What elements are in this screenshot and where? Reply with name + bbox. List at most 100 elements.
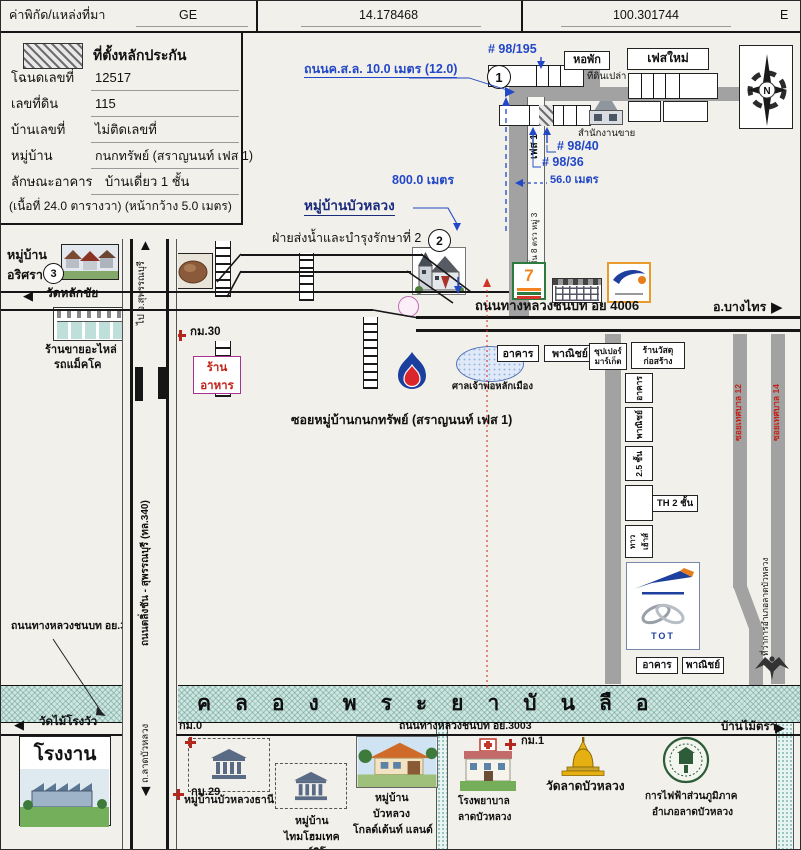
header-underline-2 [301, 26, 481, 27]
soi-12-road [733, 334, 747, 588]
col-phanit-box: พาณิชย์ [625, 407, 653, 442]
local-road-bottom-line [1, 309, 373, 311]
akan-label-2: อาคาร [642, 660, 672, 671]
marker-2-text: 2 [436, 233, 443, 248]
hospital-label-2: ลาดบัวหลวง [458, 812, 512, 823]
marker-1-text: 1 [495, 69, 503, 85]
ban-maitra-arrow: ▶ [775, 720, 785, 735]
restaurant-label-2: อาหาร [200, 380, 234, 392]
distance-800-label: 800.0 เมตร [392, 173, 455, 187]
plot-div-l1 [529, 105, 531, 126]
col-25-label: 2.5 ชั้น [634, 450, 644, 477]
highway-4006-line-bottom [416, 329, 800, 332]
wat-mai-label: วัดไม้โรงวัว [39, 716, 98, 728]
marker-circle-1: 1 [487, 65, 511, 89]
wat-lakchai-arrow: ◀ [23, 288, 33, 303]
col-phanit-label: พาณิชย์ [634, 409, 644, 439]
km29-label: กม.29 [191, 786, 221, 798]
bualuang-thani-box [188, 738, 270, 792]
timhome-label-1: หมู่บ้าน [295, 815, 329, 827]
header-divider-2 [521, 1, 523, 31]
brand-logos-box: TOT [626, 562, 700, 650]
col-akan-label: อาคาร [634, 375, 644, 401]
sales-office-icon [589, 101, 623, 125]
factory-image-icon [20, 769, 109, 827]
bank-building-icon-2 [294, 771, 328, 801]
dealer-swoosh-icon [613, 270, 646, 284]
bang-sai-arrow: ▶ [771, 299, 783, 316]
deed-underline [91, 90, 239, 91]
panel-bottom-border [1, 223, 243, 225]
soi-14-road [771, 334, 785, 684]
plot-div-l4 [563, 105, 565, 126]
hw340-line-left [130, 239, 133, 849]
minor-road-ticks-3 [299, 253, 314, 301]
pea-label-2: อำเภอลาดบัวหลวง [652, 807, 734, 818]
dealer-logo-box [607, 262, 651, 303]
village-road-line-2 [241, 271, 411, 273]
houses-photo-icon [62, 245, 118, 279]
plot-box-right-1 [628, 101, 661, 122]
golden-land-label-3: โกลด์เด้นท์ แลนด์ [353, 824, 433, 836]
houseno-underline [91, 142, 239, 143]
building-material-label-1: ร้านวัสดุ [642, 345, 674, 356]
bang-sai-label: อ.บางไทร [713, 300, 767, 314]
phanit-label-1: พาณิชย์ [552, 348, 588, 360]
city-pillar-label: ศาลเจ้าพ่อหลักเมือง [452, 381, 533, 392]
plot-div-n1 [641, 73, 643, 99]
akan-box-2: อาคาร [636, 657, 678, 674]
col-townhouse-box: ทาวเฮ้าส์ [625, 525, 653, 558]
factory-label: โรงงาน [33, 744, 97, 765]
hw340-line-right [166, 239, 169, 849]
house-98-195-label: # 98/195 [488, 42, 537, 56]
phanit-label-2: พาณิชย์ [685, 660, 721, 671]
hw340-median-2 [158, 367, 166, 399]
houseno-value: ไม่ติดเลขที่ [95, 122, 157, 137]
ditch-strip-right [776, 723, 794, 849]
phase1-road-label: เฟส 1 [529, 134, 540, 159]
house-98-36-label: # 98/36 [542, 155, 584, 169]
coords-hemisphere: E [780, 8, 789, 22]
compass-n: N [763, 86, 770, 97]
compass-rose-icon: N [747, 54, 787, 126]
soi-12-label: ซอยเทศบาล 12 [733, 384, 743, 441]
bualuang-thani-label: หมู่บ้านบัวหลวงธานี [184, 794, 275, 806]
col-akan-box: อาคาร [625, 373, 653, 403]
building-type-underline [91, 194, 239, 195]
road-3003-line [176, 734, 800, 736]
km30-label: กม.30 [190, 326, 221, 338]
subject-plot-hatched [539, 105, 553, 126]
roundabout-tree-icon [398, 296, 419, 317]
advance-logo-icon [634, 568, 694, 595]
south-arrow-340: ▼ [138, 783, 154, 800]
distance-56-label: 56.0 เมตร [550, 174, 599, 186]
factory-photo: โรงงาน [19, 736, 111, 827]
plot-div-l5 [576, 105, 578, 126]
header-underline-1 [136, 26, 248, 27]
plot-div-n4 [679, 73, 681, 99]
th2-box: TH 2 ชั้น [652, 495, 698, 512]
plot-div-n2 [653, 73, 655, 99]
highway-340-name: ถนนตลิ่งชัน - สุพรรณบุรี (ทล.340) [140, 500, 151, 646]
spare-parts-shop-icon [53, 307, 133, 341]
pea-seal-icon [662, 736, 710, 784]
plot-div-l3 [553, 105, 555, 126]
flame-icon [398, 352, 426, 389]
wat-latbualuang-label: วัดลาดบัวหลวง [546, 779, 625, 793]
supermarket-box: ซุปเปอร์ มาร์เก็ต [589, 343, 627, 370]
village-underline [91, 168, 239, 169]
golden-land-photo [356, 736, 438, 788]
mound-photo-icon [174, 254, 212, 288]
new-phase-box: เฟสใหม่ [627, 48, 709, 70]
restaurant-box: ร้าน อาหาร [193, 356, 241, 394]
building-material-label-2: ก่อสร้าง [643, 355, 673, 366]
hw340-median-1 [135, 367, 143, 401]
parcel-underline [91, 116, 239, 117]
phanit-box-2: พาณิชย์ [682, 657, 724, 674]
plot-div-u2 [548, 65, 550, 87]
canal-name: คลองพระยาบันลือ [197, 692, 673, 715]
coords-latitude: 14.178468 [358, 8, 419, 22]
plot-div-n3 [665, 73, 667, 99]
bank-building-icon [211, 749, 247, 779]
